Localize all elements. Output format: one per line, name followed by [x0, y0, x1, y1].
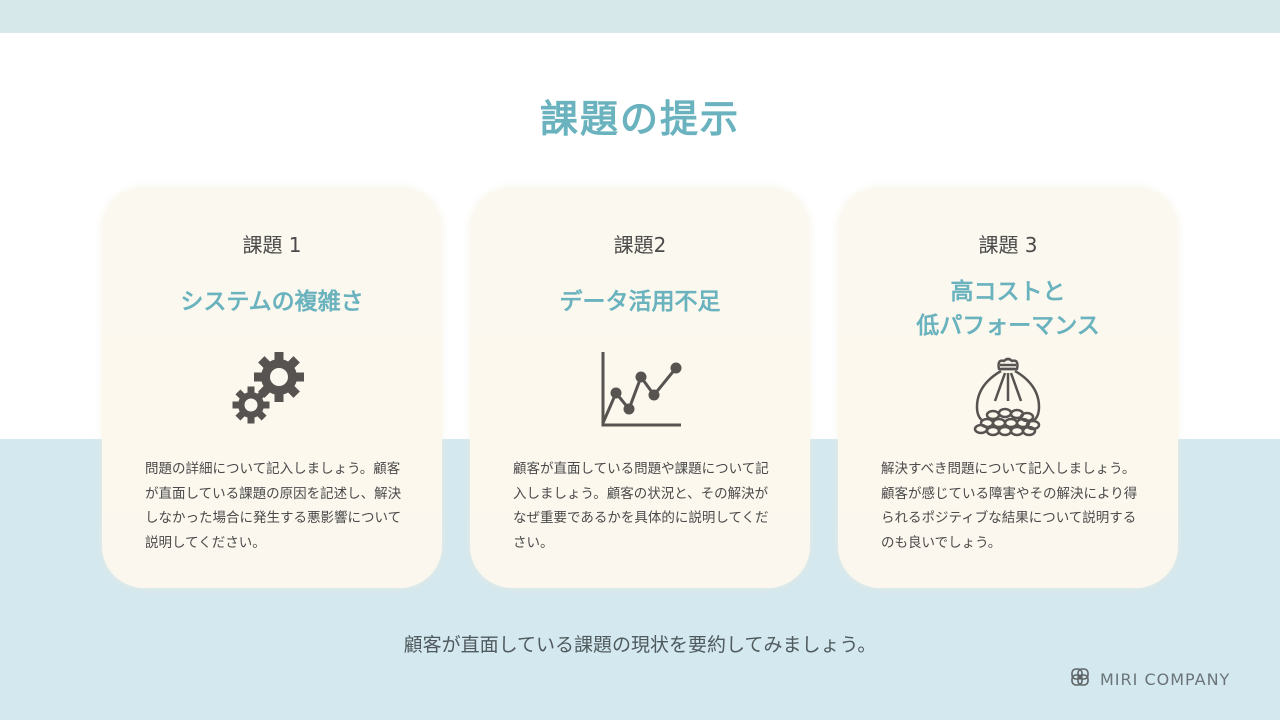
card-heading: データ活用不足: [559, 289, 721, 315]
card-heading: システムの複雑さ: [180, 289, 364, 315]
line-chart-icon: [595, 347, 685, 432]
challenge-card-1: 課題 1 システムの複雑さ: [102, 187, 442, 588]
challenge-card-3: 課題 3 高コストと 低パフォーマンス: [838, 187, 1178, 588]
card-heading: 高コストと 低パフォーマンス: [916, 279, 1100, 339]
card-body: 解決すべき問題について記入しましょう。顧客が感じている障害やその解決により得られ…: [881, 461, 1138, 551]
top-band: [0, 0, 1280, 33]
slide-title: 課題の提示: [539, 97, 740, 141]
gears-icon: [227, 347, 317, 432]
challenge-card-2: 課題2 データ活用不足 顧客が直面している問題や課題について記入しましょう。顧客…: [470, 187, 810, 588]
brand-name: MIRI COMPANY: [1100, 669, 1231, 689]
money-bag-icon: [963, 355, 1053, 440]
card-label: 課題2: [613, 233, 667, 257]
card-body: 顧客が直面している問題や課題について記入しましょう。顧客の状況と、その解決がなぜ…: [513, 461, 769, 551]
card-label: 課題 1: [242, 233, 302, 257]
knot-logo-icon: [1070, 667, 1090, 691]
summary-text: 顧客が直面している課題の現状を要約してみましょう。: [403, 634, 877, 656]
brand: MIRI COMPANY: [1070, 668, 1230, 690]
card-label: 課題 3: [978, 233, 1038, 257]
card-body: 問題の詳細について記入しましょう。顧客が直面している課題の原因を記述し、解決しな…: [145, 461, 402, 551]
